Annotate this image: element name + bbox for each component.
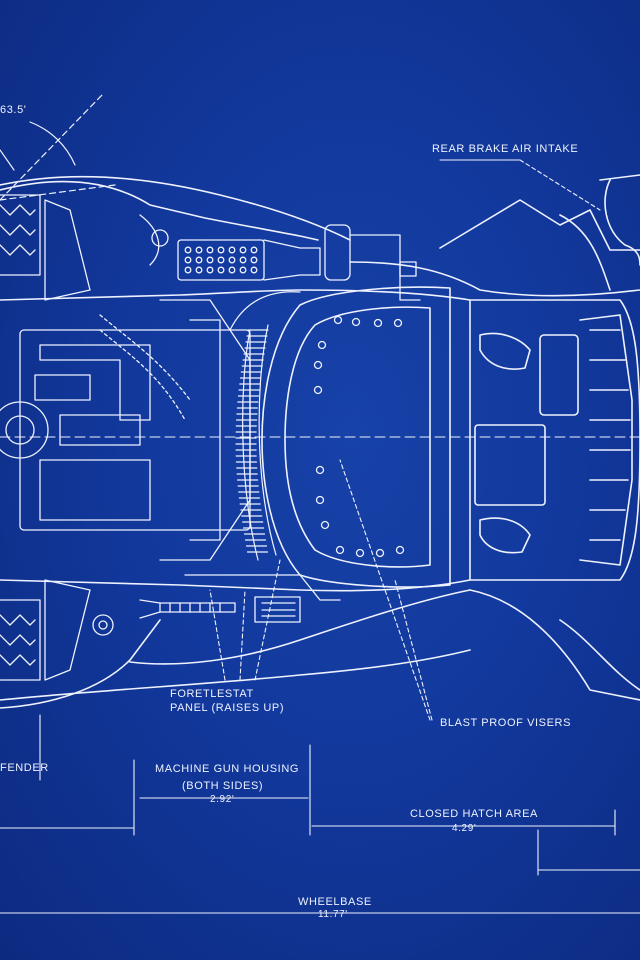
intake-hole bbox=[250, 256, 258, 264]
canopy-rivets bbox=[313, 315, 405, 558]
blast-proof-label: BLAST PROOF VISERS bbox=[440, 717, 572, 729]
foretlestat-label-line1: FORETLESTAT bbox=[170, 688, 254, 700]
machine-gun-label-line2: (BOTH SIDES) bbox=[182, 780, 264, 792]
rivet bbox=[335, 545, 345, 555]
rear-brake-label: REAR BRAKE AIR INTAKE bbox=[432, 143, 579, 155]
hull-outline bbox=[0, 175, 640, 709]
rivet bbox=[393, 318, 403, 328]
intake-hole bbox=[250, 266, 258, 274]
intake-hole bbox=[184, 246, 192, 254]
rivet bbox=[373, 318, 383, 328]
intake-hole bbox=[184, 266, 192, 274]
intake-hole bbox=[239, 266, 247, 274]
radial-panel bbox=[229, 291, 301, 561]
rivet bbox=[315, 495, 325, 505]
lower-gun-housing bbox=[92, 574, 341, 636]
rear-engine bbox=[439, 174, 640, 701]
machine-gun-label-line1: MACHINE GUN HOUSING bbox=[155, 763, 300, 775]
intake-hole bbox=[228, 256, 236, 264]
upper-intake bbox=[139, 214, 421, 301]
angle-label: 63.5' bbox=[0, 104, 27, 116]
intake-hole bbox=[206, 266, 214, 274]
rivet bbox=[355, 548, 365, 558]
rivet bbox=[333, 315, 343, 325]
intake-hole bbox=[217, 246, 225, 254]
rivet bbox=[320, 520, 330, 530]
intake-hole bbox=[195, 246, 203, 254]
intake-hole bbox=[195, 266, 203, 274]
fender-label: FENDER bbox=[0, 762, 49, 774]
foretlestat-label-line2: PANEL (RAISES UP) bbox=[170, 702, 285, 714]
rivet bbox=[351, 317, 361, 327]
intake-hole bbox=[195, 256, 203, 264]
machine-gun-dim: 2.92' bbox=[210, 794, 235, 805]
closed-hatch-label: CLOSED HATCH AREA bbox=[410, 808, 538, 820]
intake-hole bbox=[250, 246, 258, 254]
intake-hole bbox=[239, 246, 247, 254]
rivet bbox=[375, 548, 385, 558]
wheelbase-label: WHEELBASE bbox=[298, 896, 372, 908]
intake-hole bbox=[184, 256, 192, 264]
rivet bbox=[313, 385, 323, 395]
intake-hole bbox=[206, 246, 214, 254]
wheelbase-dim: 11.77' bbox=[318, 909, 348, 920]
intake-hole bbox=[239, 256, 247, 264]
closed-hatch-dim: 4.29' bbox=[452, 823, 477, 834]
rivet bbox=[317, 340, 327, 350]
intake-hole bbox=[206, 256, 214, 264]
intake-hole bbox=[217, 256, 225, 264]
dimension-lines bbox=[0, 714, 640, 914]
front-mechanics bbox=[0, 299, 251, 561]
intake-hole bbox=[228, 266, 236, 274]
intake-hole bbox=[228, 246, 236, 254]
leader-lines bbox=[209, 159, 601, 721]
rivet bbox=[395, 545, 405, 555]
radiator-panels bbox=[0, 194, 91, 681]
rivet bbox=[313, 360, 323, 370]
intake-hole bbox=[217, 266, 225, 274]
rivet bbox=[315, 465, 325, 475]
